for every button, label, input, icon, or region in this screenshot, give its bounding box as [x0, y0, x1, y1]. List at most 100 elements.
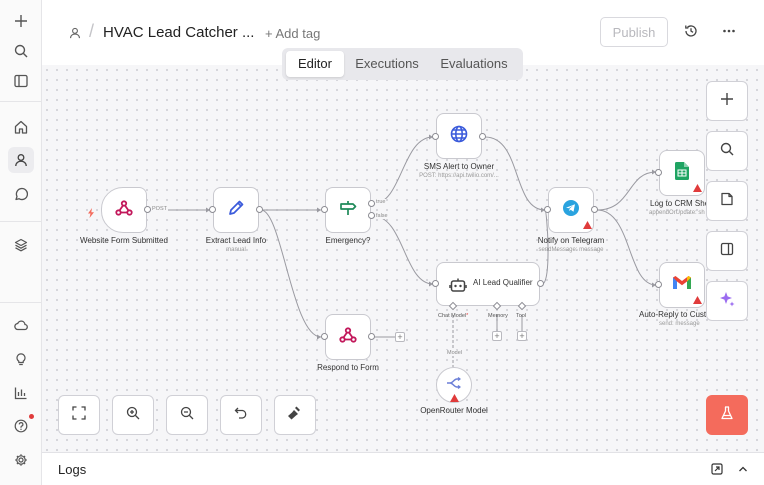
node-sub-telegram: sendMessage: message	[538, 247, 604, 253]
input-port[interactable]	[655, 169, 662, 176]
sub-label-tool: Tool	[516, 313, 527, 319]
cloud-icon[interactable]	[8, 312, 34, 338]
test-workflow-button[interactable]	[706, 395, 748, 435]
arrow-crm	[652, 169, 656, 175]
left-sidebar	[0, 0, 42, 485]
node-ai-lead-qualifier[interactable]: AI Lead Qualifier	[436, 262, 540, 306]
tab-executions[interactable]: Executions	[355, 56, 419, 71]
logs-title: Logs	[58, 462, 87, 477]
input-port[interactable]	[321, 206, 328, 213]
node-extract-lead-info[interactable]	[213, 187, 259, 233]
output-port[interactable]	[368, 333, 375, 340]
zoom-out-icon	[180, 406, 194, 425]
panel-right-icon	[720, 242, 734, 261]
output-port[interactable]	[591, 206, 598, 213]
node-auto-reply[interactable]	[659, 262, 705, 308]
node-label-crm: Log to CRM She	[650, 199, 710, 208]
add-node-button[interactable]	[706, 81, 748, 121]
input-port[interactable]	[655, 281, 662, 288]
output-port[interactable]	[256, 206, 263, 213]
warning-icon	[583, 221, 592, 229]
ai-assistant-button[interactable]	[706, 281, 748, 321]
node-respond-to-form[interactable]	[325, 314, 371, 360]
node-label-qualifier: AI Lead Qualifier	[473, 278, 533, 287]
input-port[interactable]	[544, 206, 551, 213]
search-icon[interactable]	[8, 38, 34, 64]
search-nodes-button[interactable]	[706, 131, 748, 171]
add-icon[interactable]	[8, 8, 34, 34]
arrow-autoreply	[652, 282, 656, 288]
arrow-extract	[206, 207, 210, 213]
sub-label-memory: Memory	[488, 313, 508, 319]
warning-icon	[693, 184, 702, 192]
add-memory-plus[interactable]: +	[492, 331, 502, 341]
input-port[interactable]	[432, 133, 439, 140]
output-port[interactable]	[479, 133, 486, 140]
tidy-up-button[interactable]	[274, 395, 316, 435]
tab-editor[interactable]: Editor	[286, 51, 344, 77]
settings-gear-icon[interactable]	[8, 447, 34, 473]
node-label-extract: Extract Lead Info	[205, 236, 267, 245]
webhook-icon	[114, 198, 134, 223]
globe-icon	[449, 124, 469, 149]
arrow-telegram	[541, 207, 545, 213]
toggle-panel-button[interactable]	[706, 231, 748, 271]
user-icon[interactable]	[8, 147, 34, 173]
workflow-title[interactable]: HVAC Lead Catcher ...	[103, 24, 255, 41]
breadcrumb-separator: /	[89, 21, 95, 41]
edge-telegram-autoreply	[596, 209, 657, 286]
chevron-up-icon[interactable]	[736, 462, 750, 476]
edge-label-post: POST	[151, 206, 168, 212]
output-port[interactable]	[537, 280, 544, 287]
arrow-emergency	[317, 207, 321, 213]
pen-icon	[226, 198, 246, 223]
history-icon[interactable]	[682, 22, 700, 40]
search-icon	[720, 142, 734, 161]
fit-view-icon	[72, 405, 86, 425]
layers-icon[interactable]	[8, 232, 34, 258]
edge-label-false: false	[375, 213, 389, 219]
workflow-header: / HVAC Lead Catcher ... + Add tag Publis…	[42, 0, 764, 65]
logs-panel[interactable]: Logs	[42, 452, 764, 485]
more-options-icon[interactable]	[720, 22, 738, 40]
node-notify-telegram[interactable]	[548, 187, 594, 233]
insights-chart-icon[interactable]	[8, 380, 34, 406]
workflow-canvas[interactable]: POST true false Model Website Form Submi…	[42, 65, 764, 452]
sticky-note-button[interactable]	[706, 181, 748, 221]
output-port[interactable]	[144, 206, 151, 213]
output-port-true[interactable]	[368, 200, 375, 207]
zoom-out-button[interactable]	[166, 395, 208, 435]
node-sms-alert[interactable]	[436, 113, 482, 159]
edge-telegram-crm	[596, 171, 657, 211]
node-sub-extract: manual	[226, 247, 246, 253]
node-website-form[interactable]	[101, 187, 147, 233]
tab-evaluations[interactable]: Evaluations	[440, 56, 508, 71]
node-label-telegram: Notify on Telegram	[537, 236, 605, 245]
add-tag-button[interactable]: + Add tag	[265, 26, 321, 41]
output-port-false[interactable]	[368, 212, 375, 219]
node-log-to-crm[interactable]	[659, 150, 705, 196]
input-port[interactable]	[432, 280, 439, 287]
publish-button[interactable]: Publish	[600, 17, 668, 47]
node-emergency[interactable]	[325, 187, 371, 233]
webhook-icon	[338, 325, 358, 350]
home-icon[interactable]	[8, 114, 34, 140]
broom-icon	[287, 405, 303, 426]
pop-out-icon[interactable]	[710, 462, 724, 476]
arrow-sms	[429, 134, 433, 140]
fit-view-button[interactable]	[58, 395, 100, 435]
add-tool-plus[interactable]: +	[517, 331, 527, 341]
help-icon[interactable]	[8, 413, 34, 439]
undo-button[interactable]	[220, 395, 262, 435]
panel-toggle-icon[interactable]	[8, 68, 34, 94]
chat-icon[interactable]	[8, 181, 34, 207]
lightbulb-icon[interactable]	[8, 346, 34, 372]
input-port[interactable]	[321, 333, 328, 340]
add-node-plus[interactable]: +	[395, 332, 405, 342]
node-openrouter-model[interactable]	[436, 367, 472, 403]
signpost-icon	[338, 198, 358, 223]
view-tabs: Editor Executions Evaluations	[282, 48, 523, 80]
zoom-in-button[interactable]	[112, 395, 154, 435]
input-port[interactable]	[209, 206, 216, 213]
